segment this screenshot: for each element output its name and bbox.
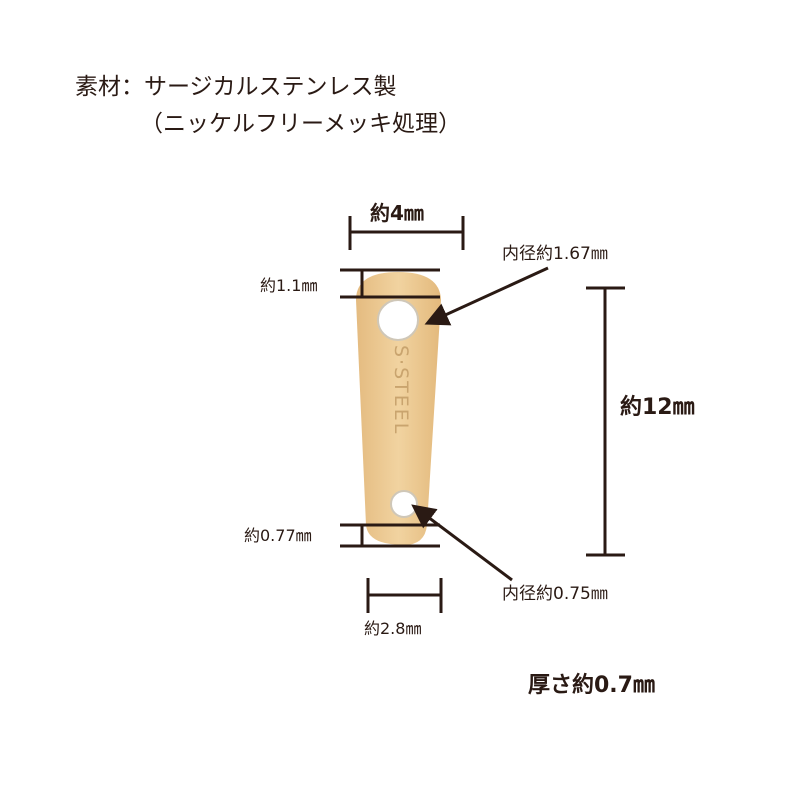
top-hole: [377, 299, 419, 341]
label-length: 約12㎜: [620, 395, 695, 420]
label-top-hole: 内径約1.67㎜: [502, 244, 608, 264]
label-bottom-width: 約2.8㎜: [364, 619, 422, 638]
dim-top-margin: [340, 268, 440, 299]
arrow-top-hole: [424, 266, 549, 326]
label-bottom-margin: 約0.77㎜: [244, 526, 312, 545]
material-line2: （ニッケルフリーメッキ処理）: [140, 111, 462, 137]
dim-length: [586, 286, 625, 557]
bottom-hole: [390, 490, 418, 518]
dim-bottom-width: [366, 578, 443, 613]
label-top-margin: 約1.1㎜: [260, 276, 318, 295]
dim-top-width: [348, 216, 465, 250]
engraving: S·STEEL: [390, 345, 412, 435]
label-top-width: 約4㎜: [370, 201, 424, 225]
arrow-bottom-hole: [411, 504, 513, 582]
part-shape: S·STEEL: [356, 272, 441, 545]
label-bottom-hole: 内径約0.75㎜: [502, 584, 608, 604]
label-thickness: 厚さ約0.7㎜: [528, 673, 655, 698]
material-line1: 素材：サージカルステンレス製: [75, 74, 397, 100]
